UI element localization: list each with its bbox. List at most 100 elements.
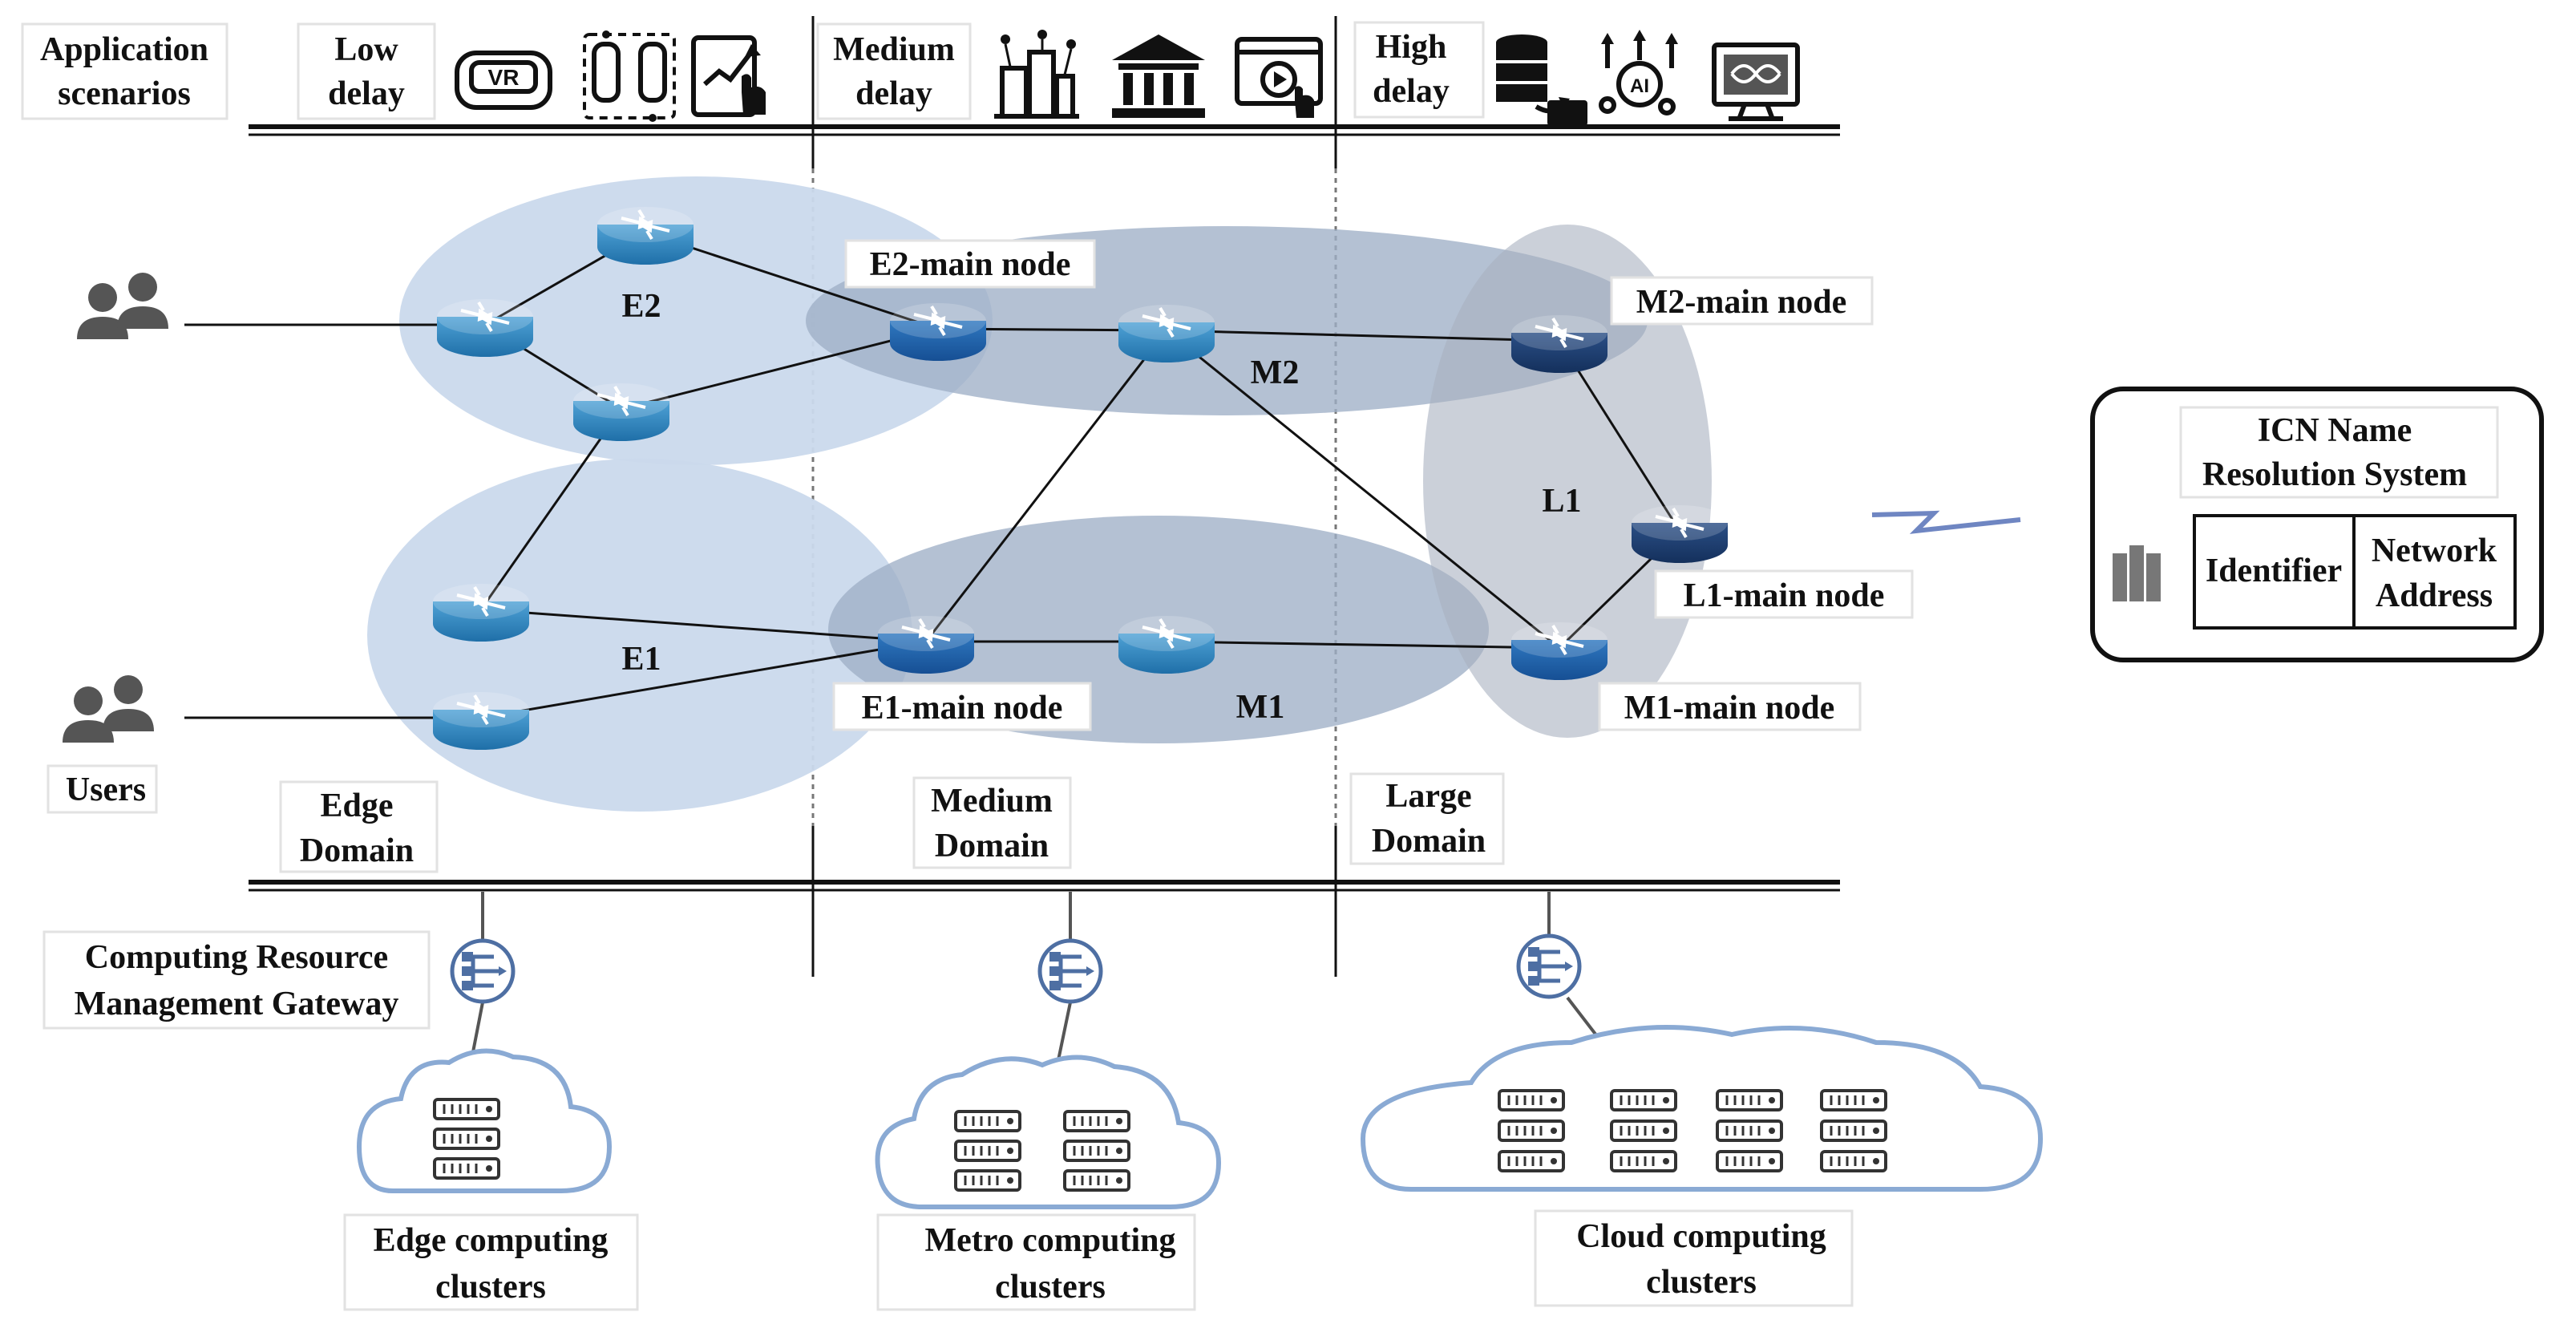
large-domain-line1: Large	[1385, 778, 1471, 815]
gateway-label-box	[42, 930, 431, 1030]
header-scenarios: Application scenarios Low delay Medium d…	[21, 21, 1840, 136]
low-delay-line1: Low	[334, 31, 398, 68]
router-m2-main-icon	[1510, 314, 1609, 375]
router-e2-main-icon	[888, 302, 988, 362]
m2-main-label-box	[1610, 276, 1874, 326]
router-e1-main-icon	[876, 614, 976, 675]
analytics-touch-icon	[691, 35, 766, 117]
users-top-icon	[77, 273, 168, 339]
header-title-line1: Application	[40, 31, 208, 68]
users-bottom-icon	[63, 675, 154, 743]
svg-text:AI: AI	[1630, 75, 1649, 97]
cloud-server-icon	[1716, 1150, 1783, 1172]
cloud-cluster-label-box	[1534, 1209, 1854, 1307]
cluster-labels: Edge computing clusters Metro computing …	[343, 1209, 1854, 1311]
metro-server-icon	[1063, 1169, 1130, 1192]
low-delay-box	[297, 22, 436, 120]
cloud-server-icon	[1498, 1120, 1565, 1142]
edge-domain-line1: Edge	[320, 788, 393, 824]
metro-server-icon	[1063, 1110, 1130, 1132]
edge-server-icon	[433, 1098, 500, 1120]
label-m1-main: M1-main node	[1624, 690, 1835, 727]
database-transfer-icon	[1496, 34, 1587, 126]
medium-domain-line1: Medium	[931, 783, 1053, 820]
edge-domain-box	[279, 780, 439, 873]
router-e2-left-icon	[435, 298, 535, 358]
high-delay-line1: High	[1376, 29, 1447, 66]
large-domain-box	[1349, 772, 1505, 865]
label-l1: L1	[1542, 483, 1581, 520]
medium-domain-box	[912, 776, 1072, 869]
icn-title-box	[2179, 406, 2499, 499]
cloud-gateway-icon	[1519, 936, 1579, 997]
label-e2: E2	[621, 288, 661, 325]
smart-city-icon	[994, 30, 1079, 119]
edge-domain-line2: Domain	[300, 832, 414, 869]
column-separators	[811, 16, 1337, 977]
server-cluster-icon	[2113, 545, 2161, 601]
cloud-server-icon	[1716, 1089, 1783, 1111]
router-l1-main-icon	[1630, 504, 1729, 565]
edge-gateway-icon	[452, 941, 513, 1002]
node-labels: E2 E1 M2 M1 L1 E2-main node M2-main node…	[621, 239, 1914, 731]
edge-cluster-label-box	[343, 1213, 639, 1311]
metro-cloud-shape	[875, 1055, 1222, 1209]
edge-region-e2	[399, 176, 993, 465]
icn-col-network-line1: Network	[2372, 532, 2497, 569]
dna-monitor-icon	[1712, 43, 1800, 121]
svg-text:VR: VR	[488, 65, 520, 90]
cloud-server-icon	[1610, 1120, 1677, 1142]
icn-title-line2: Resolution System	[2202, 456, 2467, 493]
edge-cloud-shape	[356, 1048, 613, 1193]
header-title-box	[21, 22, 228, 120]
cloud-cluster-line1: Cloud computing	[1576, 1218, 1826, 1255]
label-e1: E1	[621, 641, 661, 678]
metro-cluster-cloud	[875, 1055, 1222, 1209]
icn-title-line1: ICN Name	[2258, 412, 2412, 449]
gateway-label-line1: Computing Resource	[85, 939, 388, 976]
medium-delay-box	[816, 22, 972, 120]
cloud-server-icon	[1498, 1150, 1565, 1172]
bank-icon	[1112, 34, 1205, 118]
low-delay-line2: delay	[328, 75, 405, 112]
label-m2: M2	[1251, 354, 1300, 391]
wireless-link-icon	[1871, 510, 2021, 534]
icn-panel: ICN Name Resolution System Identifier Ne…	[2090, 387, 2544, 662]
high-delay-box	[1353, 21, 1485, 119]
edge-server-icon	[433, 1157, 500, 1180]
l1-main-label-box	[1654, 569, 1914, 619]
header-title-line2: scenarios	[58, 75, 191, 112]
domain-labels: Edge Domain Medium Domain Large Domain	[249, 772, 1840, 892]
high-delay-line2: delay	[1373, 73, 1450, 110]
cloud-server-icon	[1820, 1089, 1887, 1111]
large-region-l1	[1423, 225, 1712, 738]
metro-cluster-line2: clusters	[995, 1269, 1106, 1306]
edge-cluster-cloud	[356, 1048, 613, 1193]
cloud-cloud-shape	[1360, 1025, 2044, 1192]
label-m2-main: M2-main node	[1636, 284, 1847, 321]
router-e2-bottom-icon	[572, 382, 671, 443]
metro-server-icon	[1063, 1140, 1130, 1162]
icn-col-network-line2: Address	[2376, 577, 2493, 614]
metro-gateway-icon	[1040, 941, 1101, 1002]
users-label-box	[47, 764, 158, 814]
router-e2-top-icon	[596, 205, 695, 266]
e1-main-label-box	[832, 682, 1092, 731]
cloud-server-icon	[1820, 1150, 1887, 1172]
users: Users	[47, 273, 168, 814]
metro-cluster-label-box	[876, 1213, 1196, 1311]
metro-cluster-line1: Metro computing	[924, 1222, 1175, 1259]
edge-cluster-line2: clusters	[435, 1269, 546, 1306]
video-streaming-icon	[1235, 37, 1323, 118]
gateway-label: Computing Resource Management Gateway	[42, 930, 431, 1030]
metro-server-icon	[954, 1110, 1021, 1132]
vr-headset-icon: VR	[455, 51, 552, 110]
edge-server-icon	[433, 1128, 500, 1150]
cloud-cluster-cloud	[1360, 1025, 2044, 1192]
autonomous-car-icon	[583, 30, 676, 122]
edge-cluster-line1: Edge computing	[374, 1222, 609, 1259]
router-m1-main-icon	[1510, 621, 1609, 682]
metro-server-icon	[954, 1140, 1021, 1162]
medium-delay-line1: Medium	[833, 31, 955, 68]
